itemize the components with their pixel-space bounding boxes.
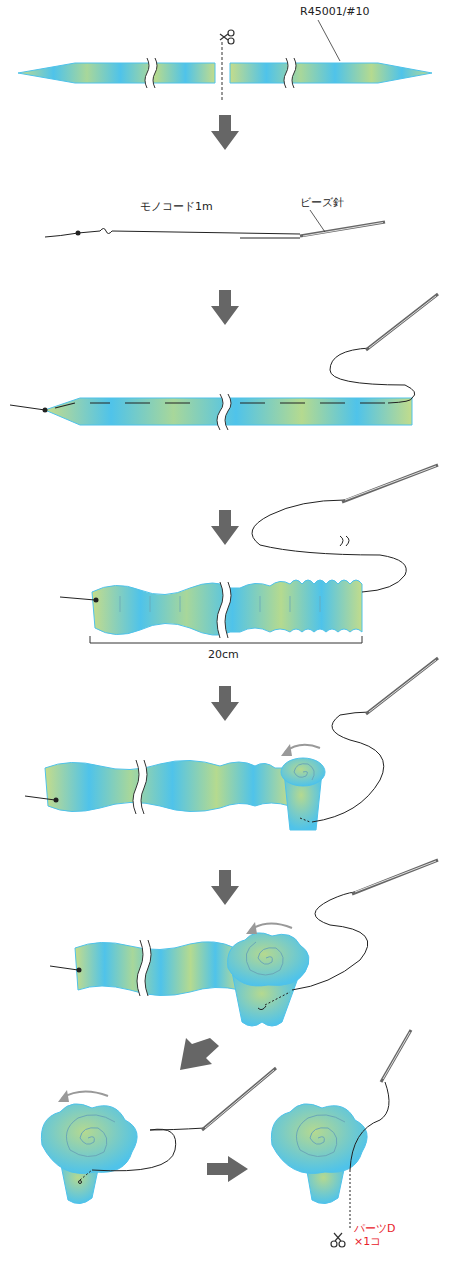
ribbon-step4 [60, 465, 438, 643]
rose-left [41, 1068, 276, 1204]
rose-right [271, 1030, 411, 1247]
part-code: R45001/#10 [300, 5, 420, 18]
thread-name: モノコード1m [140, 200, 240, 213]
thread-needle [45, 210, 385, 238]
ribbon-step1 [18, 20, 432, 100]
part-note: パーツD ×1コ [354, 1222, 398, 1248]
ribbon-step5 [25, 658, 438, 830]
ribbon-step3 [10, 294, 438, 430]
ribbon-step6 [50, 860, 438, 1026]
needle-name: ビーズ針 [300, 196, 380, 209]
dimension: 20cm [208, 648, 268, 661]
